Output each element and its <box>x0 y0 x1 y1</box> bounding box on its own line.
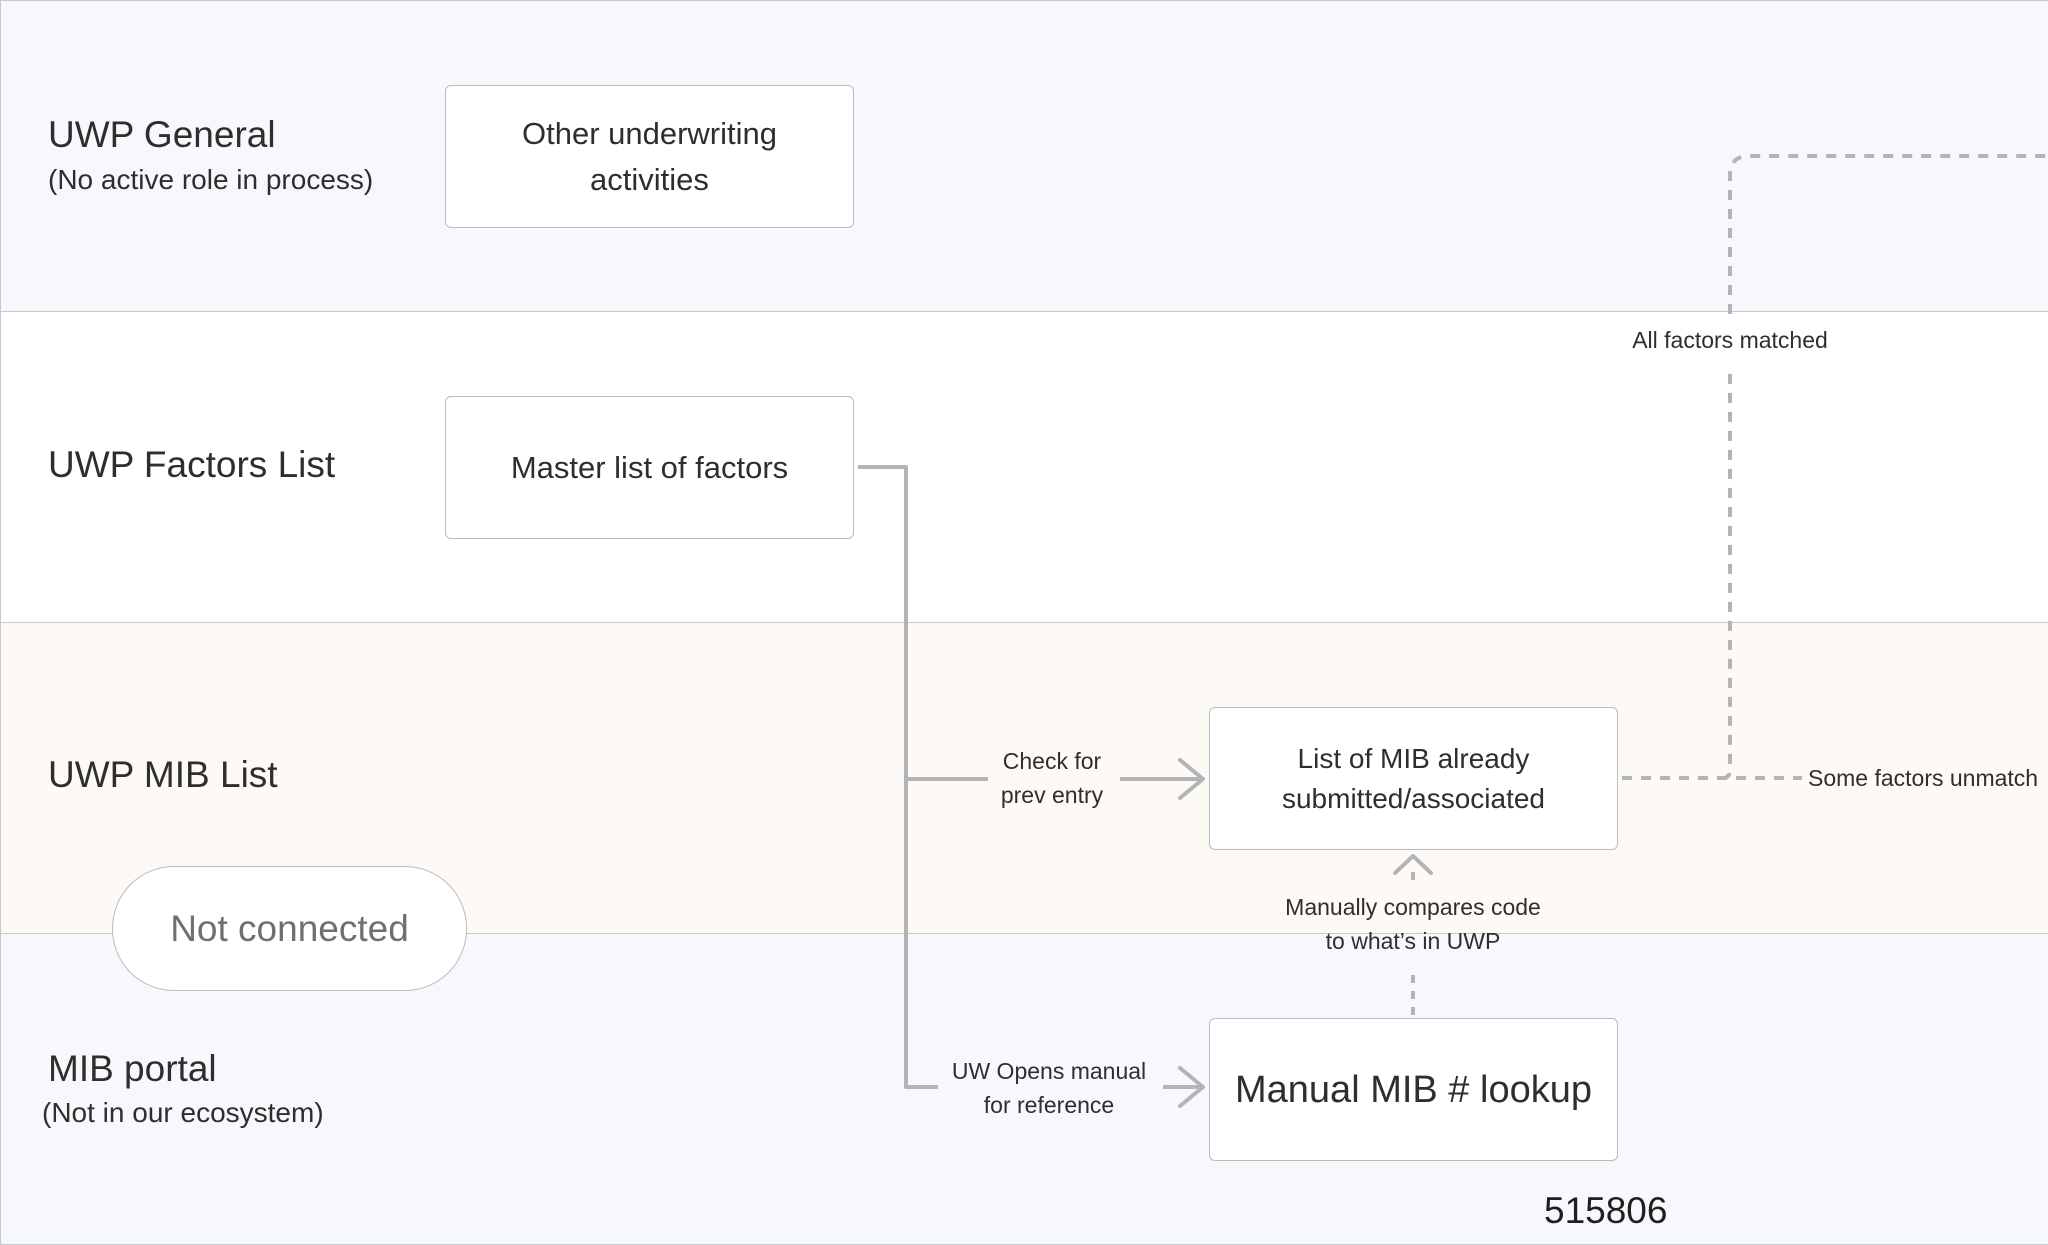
node-mib-list-line1: List of MIB already <box>1297 742 1530 774</box>
edge-label-uw-line2: for reference <box>983 1092 1115 1118</box>
edge-label-some-factors-unmatched: Some factors unmatch <box>1808 761 2048 795</box>
lane-title-factors: UWP Factors List <box>48 444 336 485</box>
node-master-list-label: Master list of factors <box>510 449 789 485</box>
lane-subtitle-general: (No active role in process) <box>48 164 374 195</box>
node-other-underwriting-line2: activities <box>590 161 709 197</box>
lane-uwp-general <box>0 0 2048 312</box>
edge-label-uw-line1: UW Opens manual <box>951 1058 1147 1084</box>
arrowhead-to-mib-list <box>1178 758 1205 800</box>
node-mib-list: List of MIB already submitted/associated <box>1209 707 1618 850</box>
diagram-id: 515806 <box>1544 1190 1668 1231</box>
arrowhead-to-mib-list-up <box>1393 854 1433 875</box>
node-manual-lookup-label: Manual MIB # lookup <box>1235 1068 1592 1111</box>
edge-label-check-line2: prev entry <box>1000 782 1104 808</box>
arrowhead-to-manual-lookup <box>1178 1066 1205 1108</box>
node-not-connected: Not connected <box>112 866 467 991</box>
lane-subtitle-portal: (Not in our ecosystem) <box>42 1097 324 1128</box>
lane-title-general: UWP General <box>48 114 276 155</box>
edge-label-manual-compare: Manually compares code to what’s in UWP <box>1268 890 1558 958</box>
lane-title-portal: MIB portal <box>48 1048 217 1089</box>
node-other-underwriting: Other underwriting activities <box>445 85 854 228</box>
edge-label-compare-line1: Manually compares code <box>1285 894 1541 920</box>
node-mib-list-line2: submitted/associated <box>1281 782 1546 814</box>
edge-label-uw-opens: UW Opens manual for reference <box>940 1054 1158 1122</box>
node-not-connected-label: Not connected <box>170 907 409 949</box>
edge-label-check-line1: Check for <box>1002 748 1102 774</box>
node-manual-mib-lookup: Manual MIB # lookup <box>1209 1018 1618 1161</box>
lane-uwp-factors-list <box>0 311 2048 623</box>
edge-label-compare-line2: to what’s in UWP <box>1325 928 1501 954</box>
lane-title-mib: UWP MIB List <box>48 754 278 795</box>
edge-label-all-factors-matched: All factors matched <box>1616 323 1844 357</box>
node-master-list-factors: Master list of factors <box>445 396 854 539</box>
connector-all-matched <box>1721 154 2048 780</box>
edge-label-check-prev: Check for prev entry <box>990 744 1114 812</box>
node-other-underwriting-line1: Other underwriting <box>521 115 777 151</box>
frame-left-border <box>0 0 1 1245</box>
